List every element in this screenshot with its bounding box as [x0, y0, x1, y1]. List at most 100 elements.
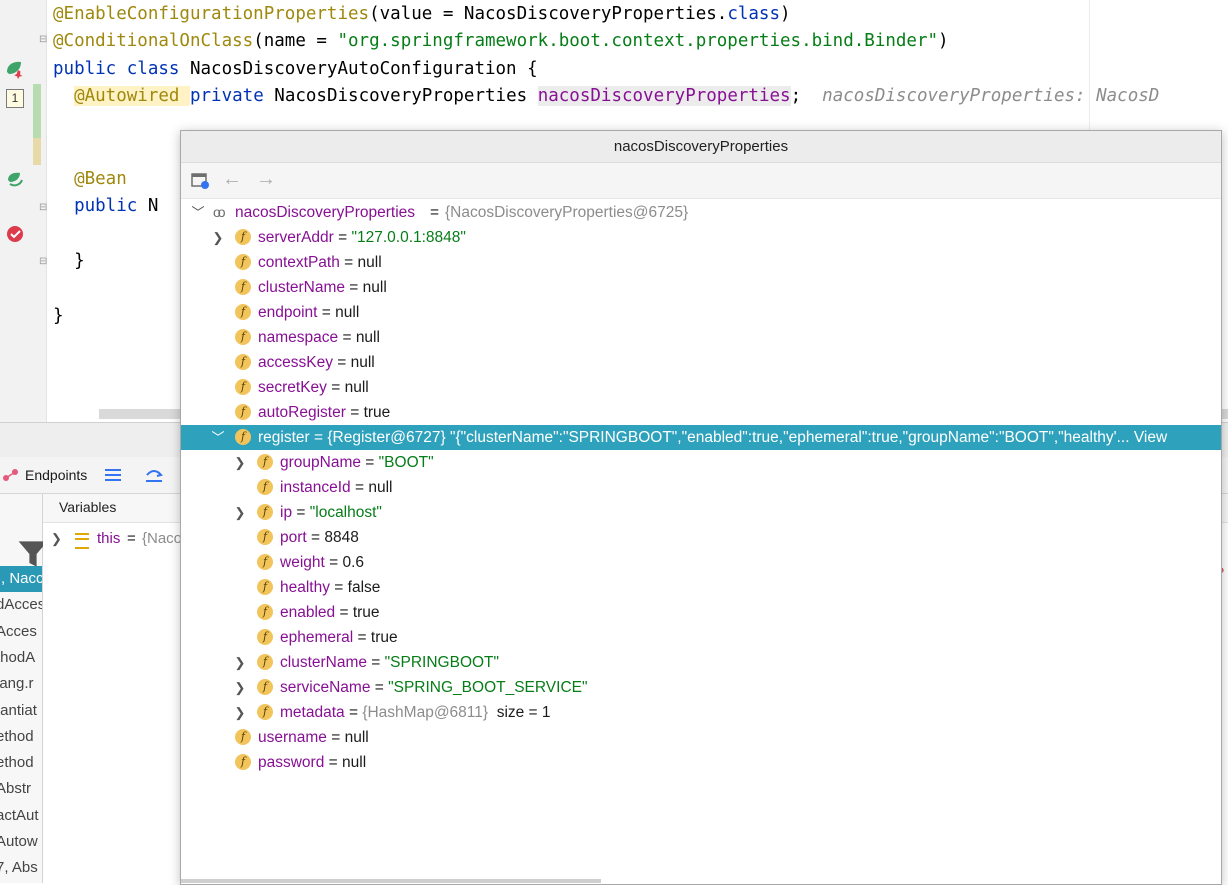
- stack-frame-item[interactable]: lang.r: [0, 675, 34, 693]
- code-line[interactable]: public N: [53, 193, 158, 220]
- field-value: true: [370, 629, 398, 646]
- expand-chevron-icon[interactable]: ❯: [234, 705, 246, 720]
- collapse-chevron-icon[interactable]: ﹀: [191, 205, 205, 220]
- field-name: serverAddr: [258, 229, 334, 246]
- stack-frame-item[interactable]: ethod: [0, 754, 34, 772]
- back-arrow-icon[interactable]: ←: [222, 168, 242, 190]
- expand-chevron-icon[interactable]: ❯: [234, 680, 246, 695]
- field-equals: =: [350, 479, 369, 496]
- evaluate-popup: nacosDiscoveryProperties ← → ﹀ oo nacosD…: [180, 130, 1222, 885]
- watch-glasses-icon: oo: [213, 204, 225, 220]
- field-equals: =: [309, 429, 328, 446]
- fold-icon[interactable]: ⊟: [39, 202, 48, 213]
- code-line[interactable]: public class NacosDiscoveryAutoConfigura…: [53, 56, 538, 83]
- code-line[interactable]: @Autowired private NacosDiscoveryPropert…: [53, 83, 1159, 110]
- code-token: NacosDiscoveryProperties: [274, 86, 538, 106]
- fold-icon[interactable]: ⊟: [39, 256, 48, 267]
- fold-icon[interactable]: ⊟: [39, 34, 48, 45]
- stack-frame-item[interactable]: ethod: [0, 727, 34, 745]
- expand-chevron-icon[interactable]: ❯: [51, 531, 62, 546]
- stack-frame-item[interactable]: dAcces: [0, 596, 42, 614]
- expand-chevron-icon[interactable]: ❯: [234, 505, 246, 520]
- code-token: (name =: [253, 31, 338, 51]
- code-token: @Autowired: [74, 86, 190, 106]
- stack-frame-item[interactable]: ), Nacc: [0, 566, 42, 592]
- field-equals: =: [292, 504, 310, 521]
- stack-frame-item[interactable]: Acces: [0, 622, 37, 640]
- code-token: }: [74, 251, 85, 271]
- spring-bean-icon[interactable]: [4, 58, 26, 80]
- expand-chevron-icon[interactable]: ❯: [234, 655, 246, 670]
- expand-chevron-icon[interactable]: ❯: [234, 455, 246, 470]
- field-icon: f: [257, 454, 273, 470]
- stack-frame-item[interactable]: tantiat: [0, 701, 37, 719]
- collapse-chevron-icon[interactable]: ﹀: [211, 430, 225, 445]
- filter-icon[interactable]: [12, 536, 54, 572]
- code-line[interactable]: }: [53, 248, 85, 275]
- code-line[interactable]: @Bean: [53, 166, 127, 193]
- code-line[interactable]: @EnableConfigurationProperties(value = N…: [53, 1, 791, 28]
- field-name: ip: [280, 504, 293, 521]
- field-equals: =: [339, 254, 358, 271]
- field-text: enabled = true: [280, 600, 380, 625]
- right-margin-guide: [1089, 0, 1090, 130]
- field-name: groupName: [280, 454, 361, 471]
- bookmark-marker[interactable]: 1: [6, 89, 24, 108]
- expand-chevron-icon[interactable]: ❯: [212, 230, 224, 245]
- field-name: accessKey: [258, 354, 333, 371]
- field-text: ephemeral = true: [280, 625, 398, 650]
- field-equals: =: [324, 754, 343, 771]
- field-equals: =: [345, 279, 363, 296]
- field-value: null: [342, 754, 367, 771]
- stack-frame-item[interactable]: 7, Abs: [0, 859, 38, 877]
- stack-frame-item[interactable]: thodA: [0, 648, 36, 666]
- list-icon[interactable]: [104, 466, 122, 484]
- field-equals: =: [326, 729, 345, 746]
- tree-root-row[interactable]: ﹀ oo nacosDiscoveryProperties = {NacosDi…: [181, 200, 1221, 225]
- stack-frame-item[interactable]: actAut: [0, 806, 39, 824]
- field-row-port[interactable]: f port = 8848: [181, 525, 1221, 550]
- step-over-icon[interactable]: [144, 465, 164, 485]
- field-equals: =: [329, 579, 348, 596]
- field-equals: =: [333, 229, 352, 246]
- code-line[interactable]: @ConditionalOnClass(name = "org.springfr…: [53, 28, 949, 55]
- stack-frame-item[interactable]: Abstr: [0, 780, 32, 798]
- field-icon: f: [257, 679, 273, 695]
- field-text: port = 8848: [280, 525, 359, 550]
- code-line[interactable]: retu: [53, 221, 158, 248]
- open-in-window-icon[interactable]: [191, 172, 211, 190]
- field-name: ephemeral: [280, 629, 354, 646]
- bean-method-icon[interactable]: [4, 168, 26, 190]
- field-icon: f: [235, 404, 251, 420]
- field-text: clusterName = null: [258, 275, 387, 300]
- field-icon: f: [257, 529, 273, 545]
- breakpoint-icon[interactable]: [4, 223, 26, 245]
- root-value: {NacosDiscoveryProperties@6725}: [445, 204, 689, 221]
- endpoints-tab[interactable]: Endpoints: [25, 467, 88, 483]
- popup-horizontal-scrollbar[interactable]: [181, 879, 601, 883]
- forward-arrow-icon[interactable]: →: [256, 168, 276, 190]
- stack-frame-item[interactable]: Autow: [0, 833, 38, 850]
- code-line[interactable]: }: [53, 303, 64, 330]
